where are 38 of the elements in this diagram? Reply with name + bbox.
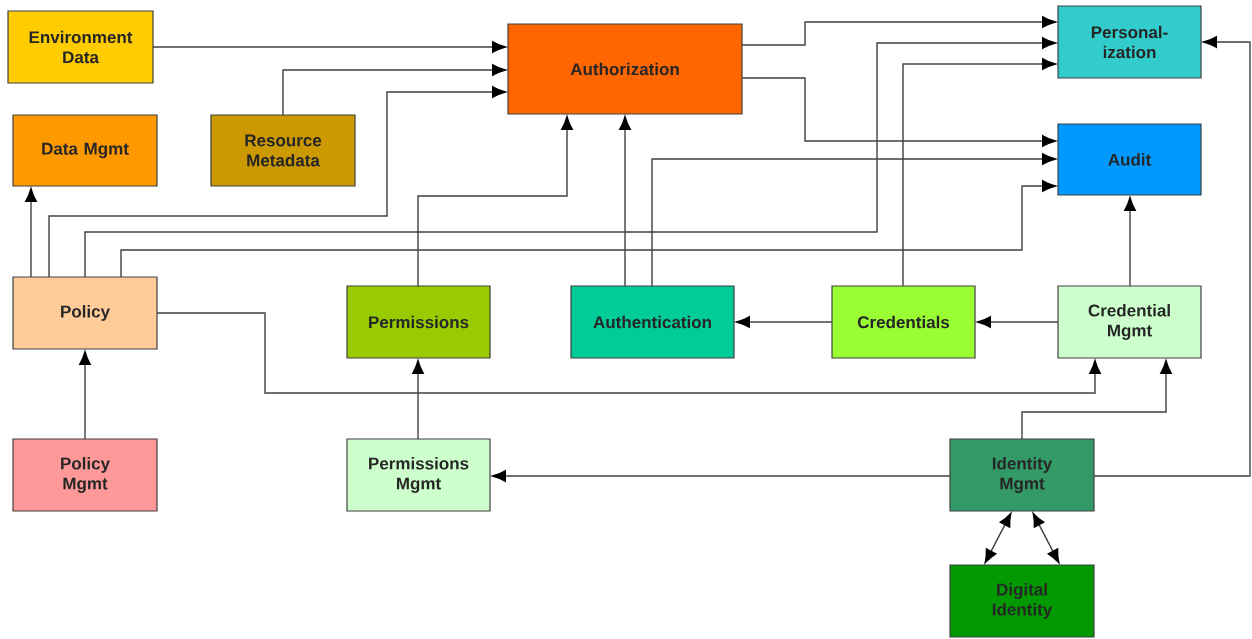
arrow xyxy=(79,351,91,440)
arrow xyxy=(492,470,951,482)
arrow xyxy=(1124,197,1136,287)
arrow xyxy=(156,312,1101,394)
arrow xyxy=(84,37,1057,278)
arrow xyxy=(412,360,424,440)
process-box: Digital Identity xyxy=(949,564,1095,638)
process-box: Authentication xyxy=(570,285,735,359)
arrow xyxy=(1021,360,1172,440)
arrow xyxy=(984,512,1012,564)
process-box: Data Mgmt xyxy=(12,114,158,187)
arrow xyxy=(1032,512,1060,564)
process-box: Credential Mgmt xyxy=(1057,285,1202,359)
process-box: Authorization xyxy=(507,23,743,115)
process-box: Permissions Mgmt xyxy=(346,438,491,512)
arrow xyxy=(25,188,37,278)
process-box: Personal-ization xyxy=(1057,5,1202,79)
process-box: Environment Data xyxy=(7,10,154,84)
arrow xyxy=(619,116,631,287)
process-box: Identity Mgmt xyxy=(949,438,1095,512)
arrow xyxy=(977,316,1059,328)
arrow xyxy=(120,180,1057,278)
arrow xyxy=(736,316,833,328)
arrow xyxy=(282,64,507,116)
arrow xyxy=(741,77,1057,147)
arrow xyxy=(48,86,507,278)
process-box: Credentials xyxy=(831,285,976,359)
process-box: Policy xyxy=(12,276,158,350)
arrow xyxy=(741,16,1057,46)
arrow xyxy=(902,58,1057,287)
arrow xyxy=(651,153,1057,287)
process-box: Permissions xyxy=(346,285,491,359)
process-box: Resource Metadata xyxy=(210,114,356,187)
process-box: Policy Mgmt xyxy=(12,438,158,512)
arrow xyxy=(1093,36,1251,477)
arrow xyxy=(152,41,507,53)
arrow xyxy=(417,116,573,287)
process-box: Audit xyxy=(1057,123,1202,196)
